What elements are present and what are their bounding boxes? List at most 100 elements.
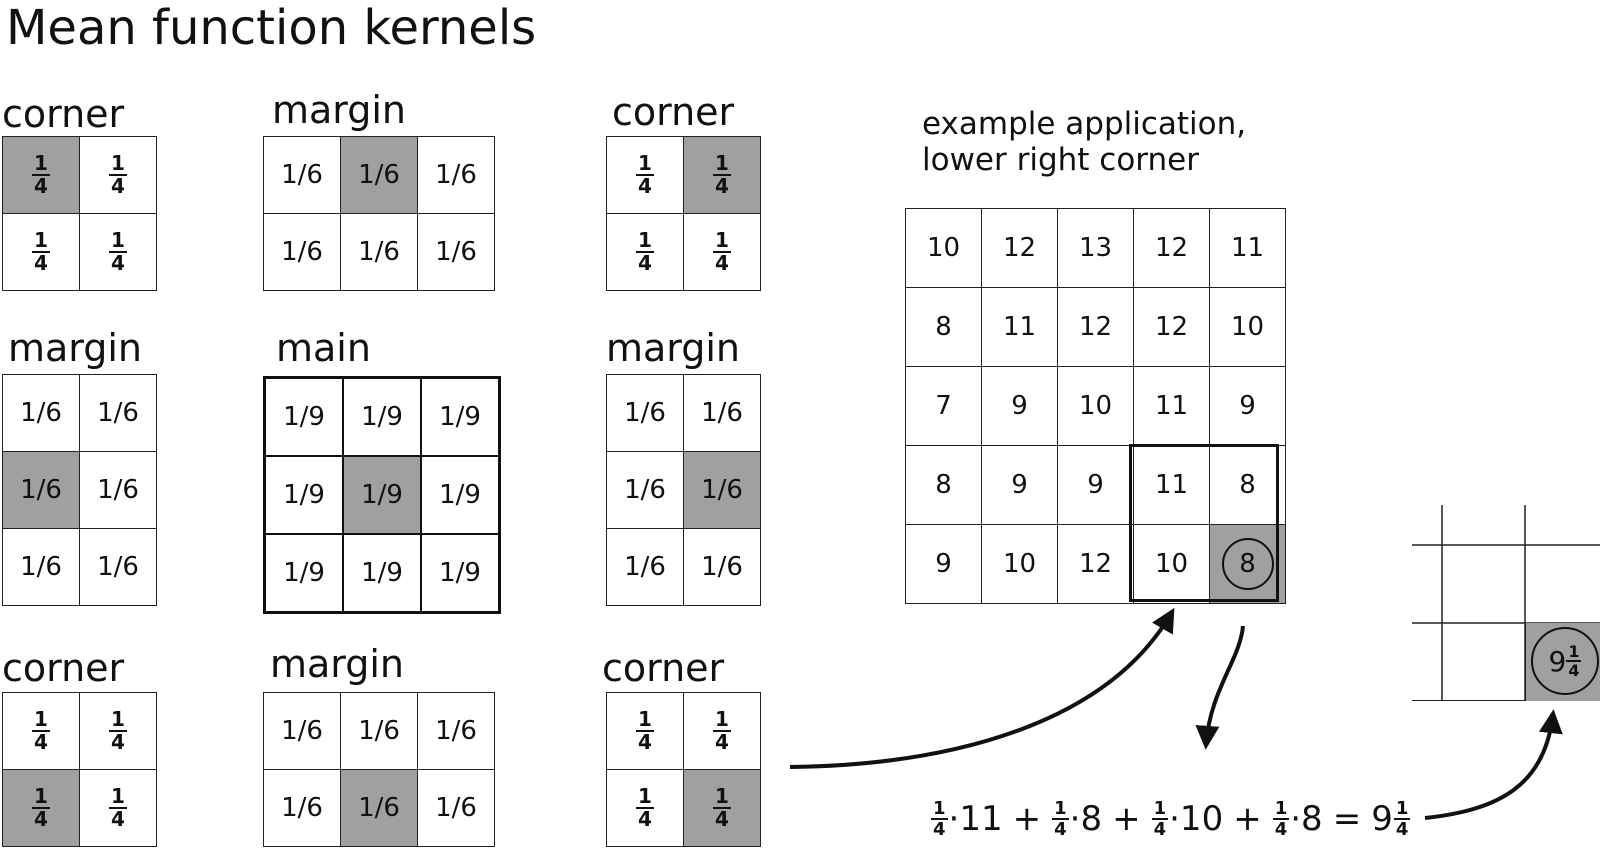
label-margin-right: margin (606, 326, 741, 370)
kernel-cell: 1/6 (417, 136, 495, 214)
grid-row: 9 10 12 10 8 (905, 524, 1286, 604)
kernel-margin-top: 1/6 1/6 1/6 1/6 1/6 1/6 (263, 136, 495, 291)
kernel-margin-right: 1/6 1/6 1/6 1/6 1/6 1/6 (606, 374, 761, 606)
page-title: Mean function kernels (6, 0, 537, 56)
kernel-cell: 1/6 (340, 136, 418, 214)
grid-cell: 9 (981, 445, 1058, 525)
kernel-cell: 1/9 (263, 455, 344, 535)
kernel-cell: 1/9 (263, 376, 344, 457)
target-value-circle: 8 (1221, 538, 1274, 590)
grid-row: 8 9 9 11 8 (905, 445, 1286, 525)
kernel-cell: 1/6 (79, 528, 157, 606)
kernel-cell: 1/6 (683, 374, 761, 452)
kernel-cell: 1/6 (263, 136, 341, 214)
kernel-cell: 1/9 (342, 455, 422, 535)
grid-cell: 8 (1209, 445, 1286, 525)
kernel-cell: 1/9 (263, 533, 344, 614)
grid-cell: 12 (981, 208, 1058, 288)
grid-cell: 12 (1133, 208, 1210, 288)
result-whole: 9 (1548, 644, 1567, 678)
grid-cell: 10 (1057, 366, 1134, 446)
formula-term: ·11 (948, 799, 1003, 839)
kernel-cell: 1/6 (606, 374, 684, 452)
grid-cell: 9 (905, 524, 982, 604)
arrow-window-to-formula (1195, 625, 1245, 750)
grid-cell: 7 (905, 366, 982, 446)
grid-cell: 10 (905, 208, 982, 288)
kernel-cell: 1/9 (342, 533, 422, 614)
kernel-margin-left: 1/6 1/6 1/6 1/6 1/6 1/6 (2, 374, 157, 606)
grid-cell: 9 (1209, 366, 1286, 446)
grid-cell: 11 (1209, 208, 1286, 288)
kernel-cell: 1/6 (417, 692, 495, 770)
grid-cell: 12 (1057, 524, 1134, 604)
arrow-formula-to-result (1424, 709, 1563, 820)
kernel-cell: 1/6 (340, 769, 418, 847)
grid-cell: 11 (1133, 366, 1210, 446)
label-corner-bottom-left: corner (2, 646, 125, 690)
kernel-cell: 1/6 (417, 769, 495, 847)
formula-term: ·10 (1169, 799, 1224, 839)
grid-row: 10 12 13 12 11 (905, 208, 1286, 288)
formula-term: ·8 (1069, 799, 1103, 839)
example-caption-line: lower right corner (922, 142, 1199, 178)
window-outline (1129, 444, 1279, 602)
kernel-cell: 1/9 (420, 455, 501, 535)
kernel-cell: 1/6 (2, 451, 80, 529)
grid-row: 7 9 10 11 9 (905, 366, 1286, 446)
formula-result-whole: 9 (1371, 799, 1393, 839)
kernel-cell: 1/6 (417, 213, 495, 291)
example-grid: 10 12 13 12 11 8 11 12 12 10 7 9 10 11 9… (905, 208, 1286, 604)
kernel-cell: 1/9 (420, 533, 501, 614)
kernel-main: 1/9 1/9 1/9 1/9 1/9 1/9 1/9 1/9 1/9 (263, 376, 501, 614)
kernel-cell: 1/6 (79, 374, 157, 452)
kernel-margin-bottom: 1/6 1/6 1/6 1/6 1/6 1/6 (263, 692, 495, 847)
kernel-cell: 1/6 (340, 692, 418, 770)
grid-cell: 13 (1057, 208, 1134, 288)
grid-cell: 8 (905, 287, 982, 367)
grid-cell: 12 (1057, 287, 1134, 367)
example-caption: example application, lower right corner (922, 106, 1246, 178)
formula-equals: = (1332, 799, 1362, 839)
formula-term: ·8 (1290, 799, 1323, 839)
label-margin-top: margin (272, 88, 407, 132)
kernel-cell: 1/6 (2, 528, 80, 606)
kernel-cell: 1/6 (683, 528, 761, 606)
label-margin-bottom: margin (270, 642, 405, 686)
kernel-cell: 1/6 (263, 769, 341, 847)
kernel-cell: 1/6 (683, 451, 761, 529)
grid-row: 8 11 12 12 10 (905, 287, 1286, 367)
kernel-cell: 1/6 (340, 213, 418, 291)
arrow-kernel-to-window (789, 607, 1175, 769)
grid-cell-target: 8 (1209, 524, 1286, 604)
kernel-cell: 1/9 (420, 376, 501, 457)
label-margin-left: margin (8, 326, 143, 370)
grid-cell: 10 (1209, 287, 1286, 367)
kernel-cell: 1/9 (342, 376, 422, 457)
label-corner-top-right: corner (612, 90, 735, 134)
label-main: main (276, 326, 371, 370)
